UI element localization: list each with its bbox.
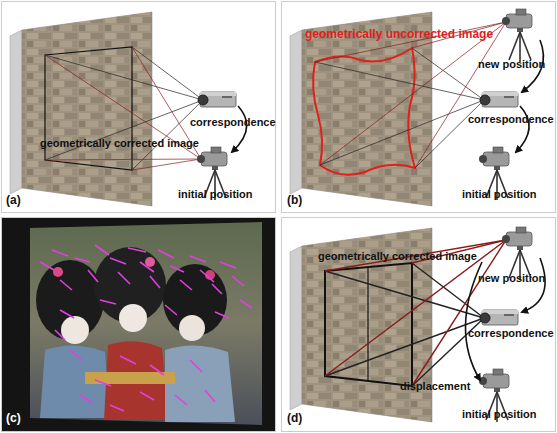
text-label: correspondence bbox=[468, 327, 554, 340]
text-label: geometrically corrected image bbox=[318, 250, 477, 263]
text-label: (c) bbox=[6, 412, 21, 425]
text-label: geometrically corrected image bbox=[40, 137, 199, 150]
text-label: new position bbox=[478, 58, 545, 71]
panel-b bbox=[282, 2, 556, 213]
text-label: (b) bbox=[287, 194, 302, 207]
panel-a-art bbox=[10, 12, 247, 206]
text-label: geometrically uncorrected image bbox=[305, 28, 493, 41]
panel-d bbox=[282, 218, 556, 432]
text-label: correspondence bbox=[190, 116, 276, 129]
text-label: displacement bbox=[400, 380, 470, 393]
panel-c bbox=[2, 218, 276, 432]
panel-c-photo bbox=[30, 222, 262, 425]
text-label: initial position bbox=[462, 188, 537, 201]
panel-a bbox=[2, 2, 276, 213]
panel-b-art bbox=[290, 9, 543, 206]
text-label: (a) bbox=[6, 194, 21, 207]
panel-d-art bbox=[290, 227, 545, 422]
text-label: initial position bbox=[462, 408, 537, 421]
text-label: (d) bbox=[287, 412, 302, 425]
text-label: correspondence bbox=[468, 113, 554, 126]
text-label: initial position bbox=[178, 188, 253, 201]
text-label: new position bbox=[478, 272, 545, 285]
